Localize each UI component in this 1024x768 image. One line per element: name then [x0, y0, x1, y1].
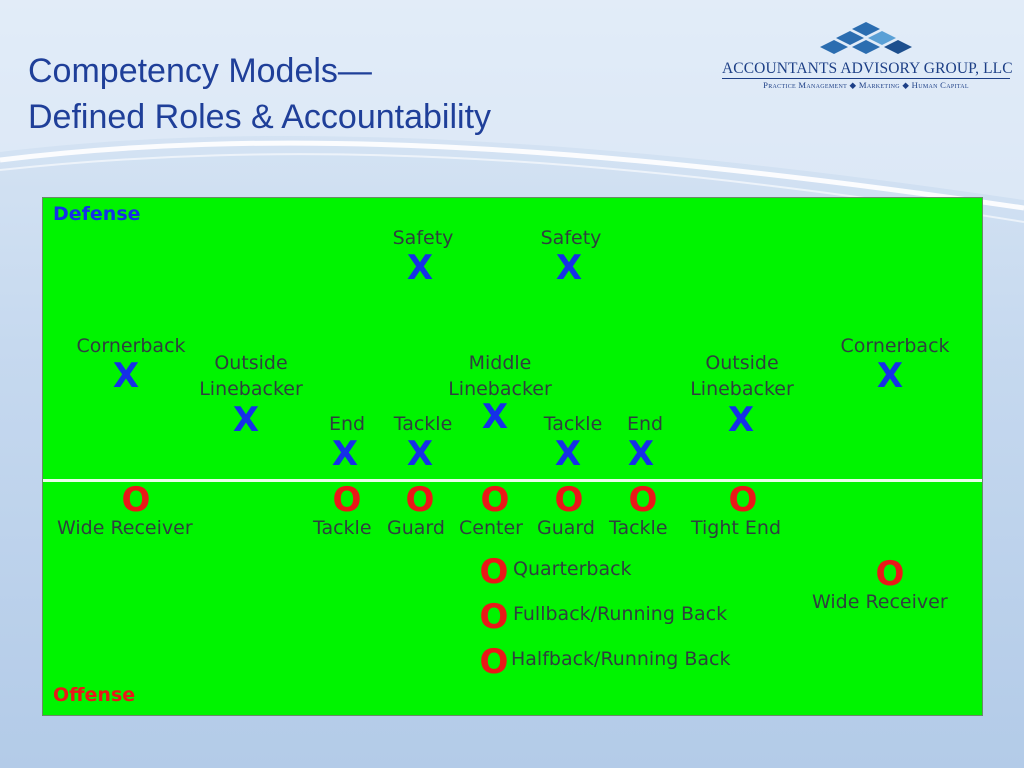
- position-label-end: End: [328, 413, 366, 435]
- defense-marker: X: [112, 356, 140, 396]
- defense-marker: X: [331, 434, 359, 474]
- diamond-logo-icon: [820, 22, 912, 54]
- offense-marker: O: [480, 480, 510, 520]
- defense-marker: X: [555, 248, 583, 288]
- company-logo: ACCOUNTANTS ADVISORY GROUP, LLC Practice…: [720, 20, 1013, 92]
- position-label-guard: Guard: [387, 517, 445, 539]
- offense-marker: O: [628, 480, 658, 520]
- slide-title: Competency Models— Defined Roles & Accou…: [28, 48, 491, 140]
- defense-marker: X: [727, 400, 755, 440]
- offense-marker: O: [479, 552, 509, 592]
- position-label-tackle: Tackle: [543, 413, 603, 435]
- offense-marker: O: [479, 642, 509, 682]
- defense-marker: X: [481, 397, 509, 437]
- position-label-cornerback: Cornerback: [76, 335, 186, 357]
- position-label-tackle: Tackle: [393, 413, 453, 435]
- position-label-tackle: Tackle: [313, 517, 372, 539]
- defense-marker: X: [627, 434, 655, 474]
- defense-marker: X: [554, 434, 582, 474]
- offense-marker: O: [479, 597, 509, 637]
- logo-divider: [722, 78, 1010, 79]
- offense-marker: O: [875, 554, 905, 594]
- slide-title-line-1: Competency Models—: [28, 52, 372, 90]
- defense-label: Defense: [53, 203, 141, 225]
- defense-marker: X: [406, 248, 434, 288]
- offense-marker: O: [728, 480, 758, 520]
- offense-marker: O: [332, 480, 362, 520]
- logo-tagline: Practice Management ◆ Marketing ◆ Human …: [763, 80, 969, 90]
- offense-label: Offense: [53, 684, 136, 706]
- defense-marker: X: [876, 356, 904, 396]
- offense-marker: O: [554, 480, 584, 520]
- position-label-guard: Guard: [537, 517, 595, 539]
- position-label-cornerback: Cornerback: [840, 335, 950, 357]
- football-field-diagram: Defense Safety X Safety X Cornerback X C…: [42, 197, 983, 716]
- position-label-outside-linebacker: Outside Linebacker: [199, 352, 303, 400]
- position-label-tackle: Tackle: [609, 517, 668, 539]
- position-label-safety: Safety: [540, 227, 602, 249]
- offense-marker: O: [121, 480, 151, 520]
- position-label-fullback: Fullback/Running Back: [513, 603, 728, 625]
- position-label-safety: Safety: [392, 227, 454, 249]
- defense-marker: X: [406, 434, 434, 474]
- line-of-scrimmage: [43, 479, 982, 482]
- position-label-quarterback: Quarterback: [513, 558, 632, 580]
- position-label-outside-linebacker: Outside Linebacker: [690, 352, 794, 400]
- position-label-end: End: [626, 413, 664, 435]
- slide-title-line-2: Defined Roles & Accountability: [28, 98, 492, 136]
- position-label-middle-linebacker: Middle Linebacker: [448, 352, 552, 400]
- position-label-halfback: Halfback/Running Back: [511, 648, 731, 670]
- offense-marker: O: [405, 480, 435, 520]
- position-label-wide-receiver: Wide Receiver: [57, 517, 193, 539]
- position-label-wide-receiver: Wide Receiver: [812, 591, 948, 613]
- position-label-tight-end: Tight End: [691, 517, 781, 539]
- defense-marker: X: [232, 400, 260, 440]
- position-label-center: Center: [459, 517, 523, 539]
- logo-company-name: ACCOUNTANTS ADVISORY GROUP, LLC: [722, 60, 1013, 77]
